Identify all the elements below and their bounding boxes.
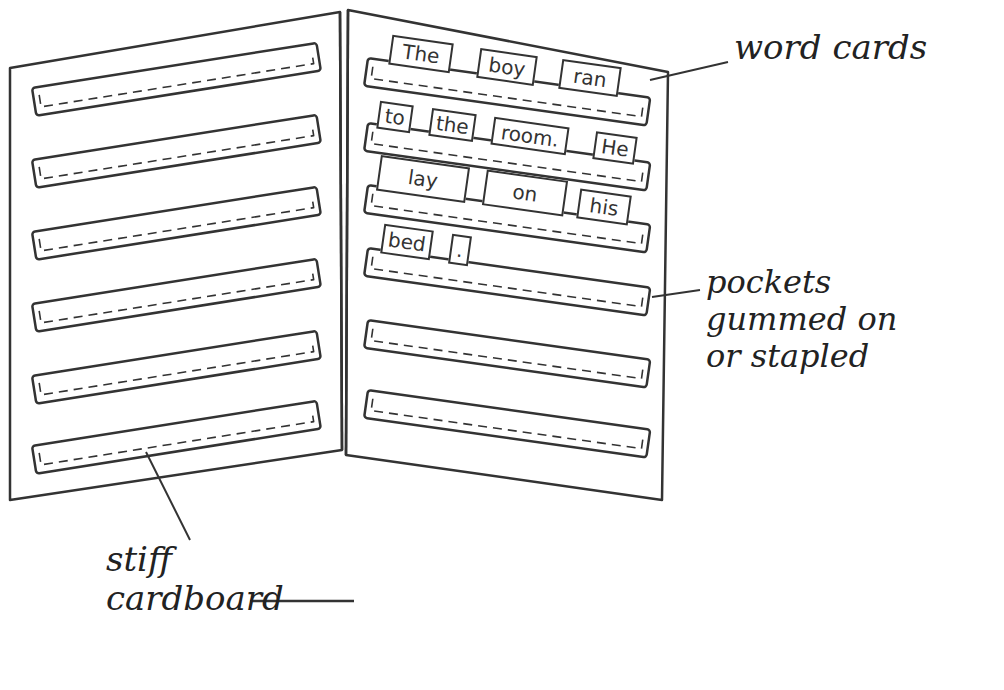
- leader-line: [650, 62, 728, 80]
- pocket-strip: [32, 331, 321, 404]
- stitch-line: [39, 410, 313, 465]
- pocket-strip: [32, 187, 321, 260]
- word-card: to: [376, 101, 414, 133]
- card-word: He: [600, 136, 630, 160]
- spine: [346, 10, 348, 455]
- stitch-line: [39, 340, 313, 395]
- pocket-strip: [32, 115, 321, 188]
- card-word: ran: [572, 66, 608, 90]
- word-card: the: [428, 108, 476, 142]
- card-word: bed: [387, 230, 427, 255]
- pocket: [32, 187, 321, 260]
- pocket-strip: [364, 390, 650, 457]
- pocket: [364, 248, 650, 315]
- stitch-line: [371, 329, 643, 379]
- card-word: the: [435, 113, 470, 137]
- callout-label: word cards: [734, 28, 996, 67]
- card-word: to: [384, 105, 407, 128]
- pocket-strip: [32, 43, 321, 116]
- card-word: lay: [407, 167, 439, 191]
- card-word: on: [511, 181, 538, 204]
- stitch-line: [39, 268, 313, 323]
- spine: [340, 12, 342, 450]
- card-word: his: [588, 195, 619, 219]
- word-card: He: [592, 131, 637, 165]
- word-card: .: [448, 234, 472, 266]
- callout-label: stiff cardboard: [106, 540, 256, 618]
- right-panel: [346, 10, 668, 500]
- dash-mark: [250, 600, 354, 603]
- pocket: [32, 43, 321, 116]
- pocket: [32, 331, 321, 404]
- pocket: [32, 115, 321, 188]
- stitch-line: [39, 52, 313, 107]
- pocket: [364, 390, 650, 457]
- leader-line: [146, 452, 190, 540]
- callout-label: pockets gummed on or stapled: [706, 264, 936, 374]
- stitch-line: [371, 257, 643, 307]
- left-panel: [10, 12, 342, 500]
- pocket-strip: [32, 401, 321, 474]
- leader-line: [652, 290, 700, 297]
- stitch-line: [39, 196, 313, 251]
- pocket-strip: [364, 248, 650, 315]
- card-word: room.: [500, 122, 560, 150]
- card-word: The: [401, 42, 441, 67]
- pocket-strip: [364, 320, 650, 387]
- card-word: boy: [487, 54, 526, 79]
- pocket: [32, 259, 321, 332]
- pocket: [32, 401, 321, 474]
- stitch-line: [371, 399, 643, 449]
- pocket: [364, 320, 650, 387]
- card-word: .: [455, 240, 464, 261]
- pocket-strip: [32, 259, 321, 332]
- stitch-line: [39, 124, 313, 179]
